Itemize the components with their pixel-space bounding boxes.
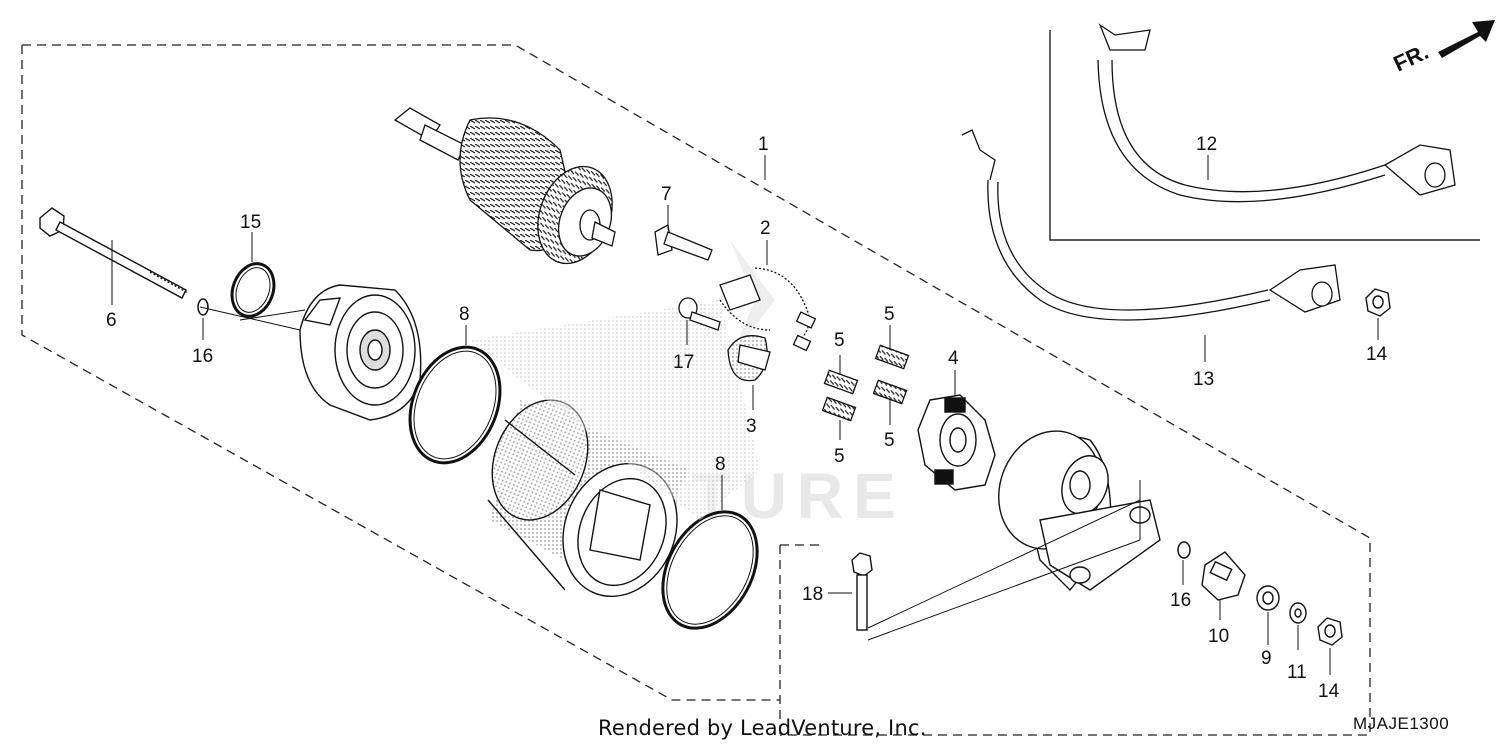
fr-label: FR. xyxy=(1390,39,1433,77)
through-bolt xyxy=(39,207,189,299)
callout-13: 13 xyxy=(1193,369,1214,390)
callout-14: 14 xyxy=(1366,344,1388,365)
footer-credit: Rendered by LeadVenture, Inc. xyxy=(598,716,927,740)
collar xyxy=(1256,585,1280,611)
brush-springs xyxy=(821,344,910,422)
watermark-logo xyxy=(730,240,775,360)
callout-16: 16 xyxy=(1170,590,1191,611)
callout-16: 16 xyxy=(192,346,213,367)
diagram-code: MJAJE1300 xyxy=(1353,714,1450,733)
callout-5: 5 xyxy=(834,446,845,467)
o-ring xyxy=(661,510,759,630)
motor-case xyxy=(487,399,690,598)
nut xyxy=(1365,288,1391,317)
screw xyxy=(678,297,721,331)
callout-18: 18 xyxy=(802,584,823,605)
callout-14: 14 xyxy=(1318,681,1340,702)
callout-5: 5 xyxy=(884,430,895,451)
callout-12: 12 xyxy=(1196,134,1217,155)
callout-8: 8 xyxy=(715,454,726,475)
callout-17: 17 xyxy=(673,352,694,373)
stipple-shadow xyxy=(470,300,760,520)
callout-9: 9 xyxy=(1261,648,1272,669)
front-cover xyxy=(299,284,422,421)
callout-4: 4 xyxy=(948,348,959,369)
assembly-outline xyxy=(21,44,1371,736)
washer xyxy=(1177,541,1191,559)
o-ring xyxy=(230,262,276,318)
nut xyxy=(1317,617,1343,646)
callout-7: 7 xyxy=(661,184,672,205)
callout-10: 10 xyxy=(1208,626,1229,647)
callout-3: 3 xyxy=(746,416,757,437)
callout-5: 5 xyxy=(884,304,895,325)
brush-holder xyxy=(719,267,817,382)
mounting-bolt-leaders xyxy=(867,480,1141,641)
o-ring xyxy=(408,345,502,465)
terminal-bolt xyxy=(654,223,713,261)
washer xyxy=(1289,602,1307,624)
callout-2: 2 xyxy=(760,218,771,239)
callout-1: 1 xyxy=(758,134,769,155)
terminal-insulator xyxy=(1201,551,1246,601)
rear-cover xyxy=(998,430,1161,592)
callout-labels: 1 2 3 4 5 5 5 5 6 7 8 8 9 10 11 12 13 14… xyxy=(106,134,1388,702)
armature xyxy=(393,107,616,265)
leader-lines xyxy=(111,155,1379,675)
callout-8: 8 xyxy=(459,304,470,325)
inset-frame xyxy=(1049,30,1480,241)
brush-plate xyxy=(917,394,996,491)
mounting-bolt xyxy=(851,552,873,631)
callout-11: 11 xyxy=(1287,662,1307,683)
callout-15: 15 xyxy=(240,212,261,233)
washer xyxy=(197,298,209,316)
front-direction-arrow: FR. xyxy=(1390,20,1495,77)
ground-cable xyxy=(1097,23,1456,203)
starter-cable xyxy=(961,129,1341,321)
callout-6: 6 xyxy=(106,310,117,331)
callout-5: 5 xyxy=(834,330,845,351)
